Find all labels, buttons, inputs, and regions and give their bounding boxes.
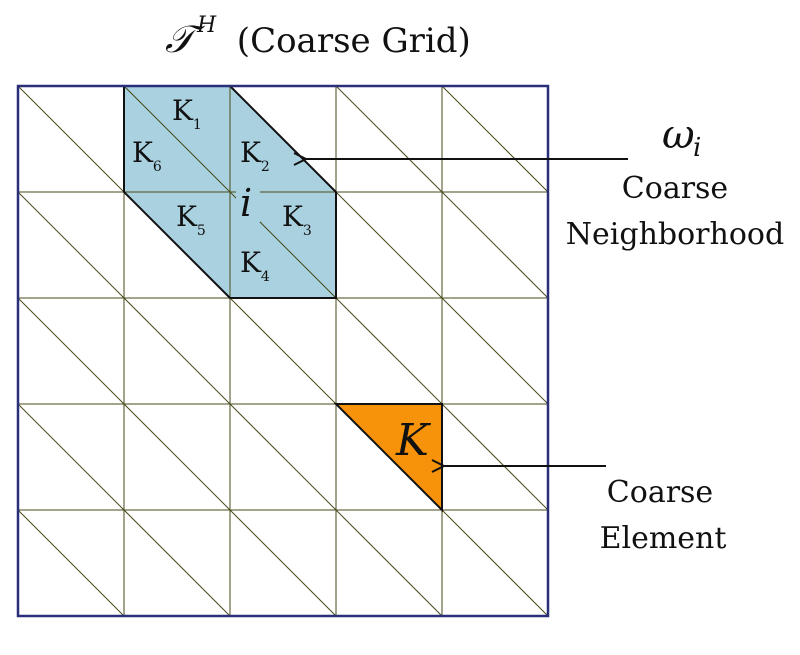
grid-diagonal-line	[229, 509, 337, 617]
label-k5: K5	[176, 200, 206, 239]
node-label-i: i	[240, 181, 252, 225]
grid-diagonal-line	[335, 509, 443, 617]
grid-diagonal-line	[123, 509, 231, 617]
grid-diagonal-line	[441, 191, 549, 299]
grid-diagonal-line	[123, 85, 231, 193]
grid-diagonal-line	[441, 403, 549, 511]
label-k1: K1	[172, 94, 202, 133]
diagram-title: 𝒯 H (Coarse Grid)	[165, 13, 471, 61]
grid-diagonal-line	[17, 403, 125, 511]
grid-diagonal-line	[335, 85, 443, 193]
grid-diagonal-line	[229, 403, 337, 511]
grid-diagonal-line	[123, 403, 231, 511]
grid-diagonal-line	[17, 85, 125, 193]
grid-diagonal-line	[17, 191, 125, 299]
label-k2: K2	[240, 136, 270, 175]
omega-symbol: ω	[662, 112, 695, 158]
neighborhood-label-line2: Neighborhood	[566, 217, 784, 252]
title-text: (Coarse Grid)	[226, 21, 471, 61]
label-k3: K3	[282, 200, 312, 239]
neighborhood-annotation: ω i Coarse Neighborhood	[566, 112, 784, 252]
element-label-line1: Coarse	[607, 475, 713, 510]
label-k6: K6	[132, 136, 162, 175]
coarse-element-outline	[333, 403, 443, 513]
element-annotation: Coarse Element	[600, 475, 727, 556]
omega-subscript: i	[693, 133, 701, 163]
label-k4: K4	[240, 246, 270, 285]
grid-diagonal-line	[229, 297, 337, 405]
coarse-element-label: K	[395, 415, 431, 466]
grid-diagonal-line	[123, 297, 231, 405]
title-superscript: H	[196, 13, 217, 38]
neighborhood-label-line1: Coarse	[622, 171, 728, 206]
grid-diagonal-line	[335, 191, 443, 299]
grid-diagonal-line	[441, 85, 549, 193]
grid-diagonal-line	[441, 297, 549, 405]
grid-diagonal-line	[335, 297, 443, 405]
grid-diagonal-line	[17, 297, 125, 405]
node-label-backdrop	[236, 186, 260, 222]
grid-diagonal-line	[441, 509, 549, 617]
grid-border	[16, 84, 550, 618]
grid-diagonal-line	[17, 509, 125, 617]
element-label-line2: Element	[600, 521, 727, 556]
neighborhood-element-labels: K1 K2 K3 K4 K5 K6	[132, 94, 312, 285]
